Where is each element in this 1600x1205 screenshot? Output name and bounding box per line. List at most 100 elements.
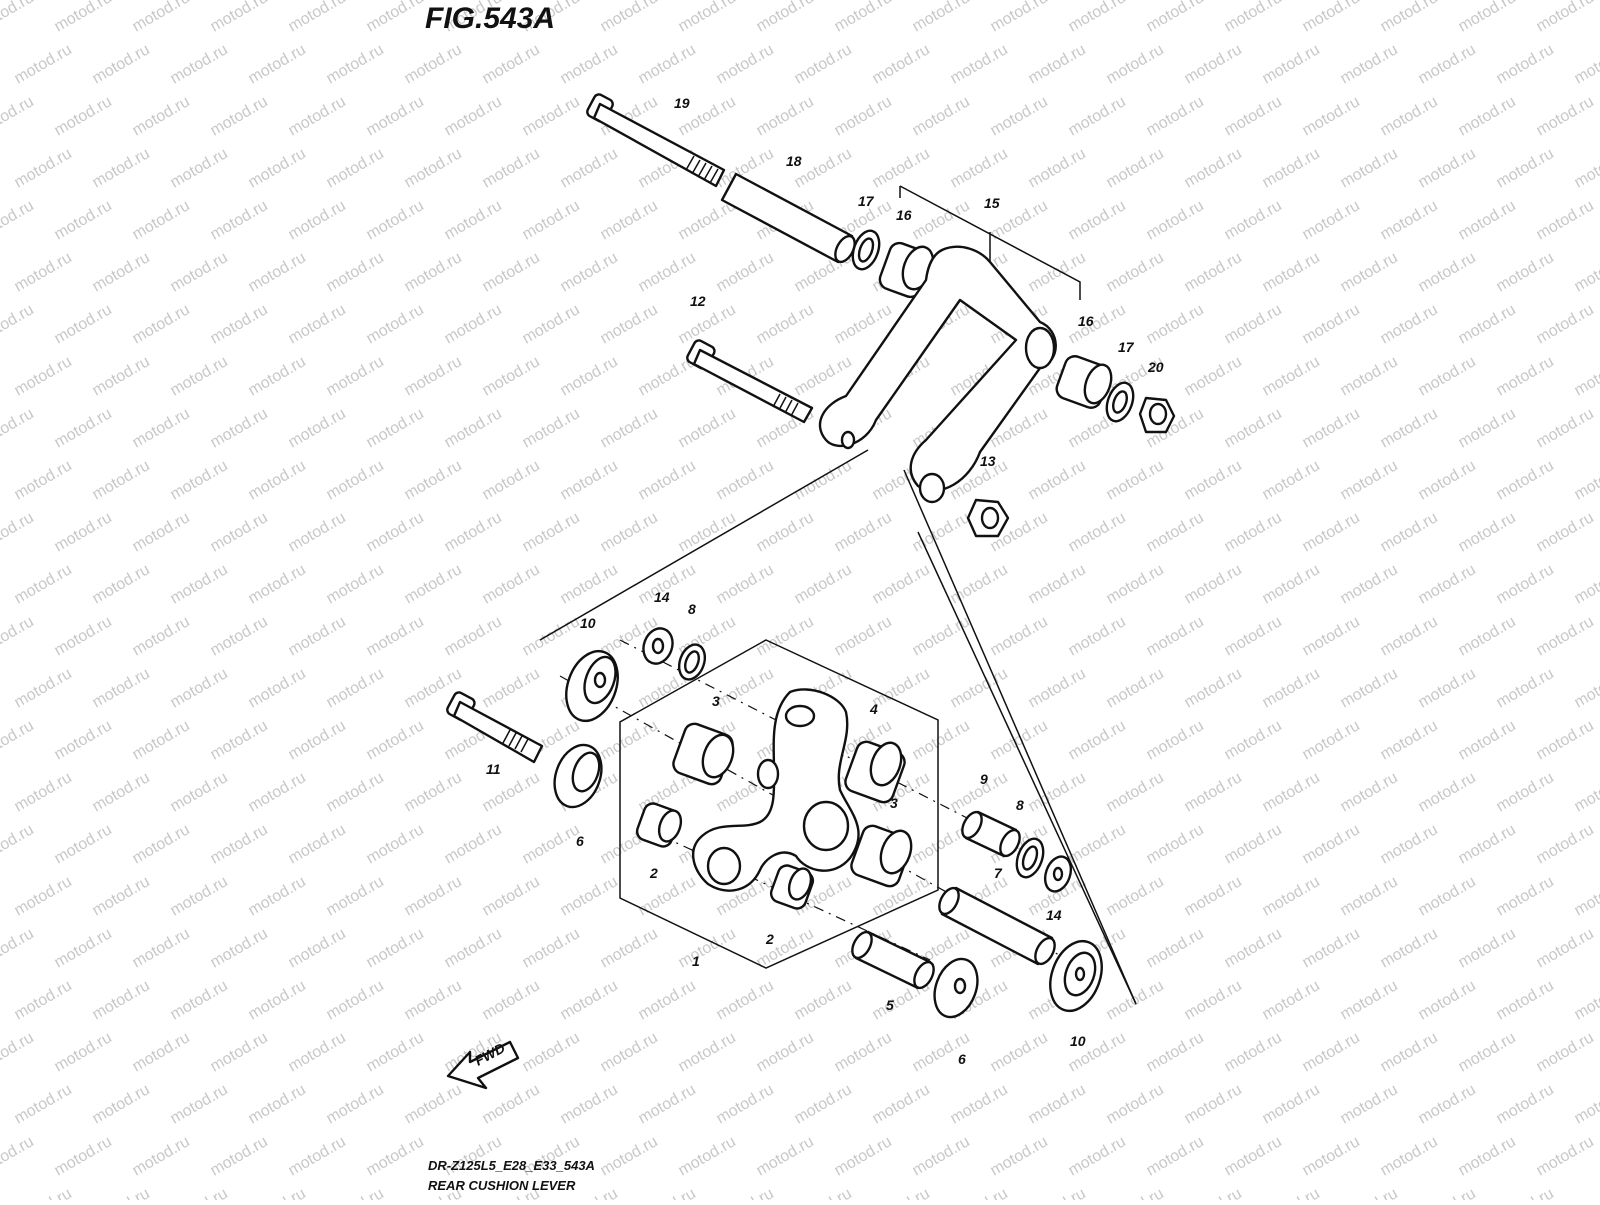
watermark-text: motod.ru <box>480 249 543 295</box>
watermark-text: motod.ru <box>1378 197 1441 243</box>
watermark-text: motod.ru <box>90 41 153 87</box>
watermark-text: motod.ru <box>1572 41 1600 87</box>
watermark-text: motod.ru <box>286 0 349 35</box>
watermark-text: motod.ru <box>246 145 309 191</box>
watermark-text: motod.ru <box>1182 665 1245 711</box>
watermark-text: motod.ru <box>714 457 777 503</box>
watermark-text: motod.ru <box>1104 41 1167 87</box>
callout-label: 14 <box>654 589 670 605</box>
watermark-text: motod.ru <box>168 1081 231 1127</box>
watermark-text: motod.ru <box>208 405 271 451</box>
watermark-text: motod.ru <box>636 977 699 1023</box>
watermark-text: motod.ru <box>754 925 817 971</box>
watermark-text: motod.ru <box>792 457 855 503</box>
watermark-text: motod.ru <box>1026 561 1089 607</box>
watermark-text: motod.ru <box>520 1029 583 1075</box>
watermark-text: motod.ru <box>364 821 427 867</box>
watermark-text: motod.ru <box>1144 925 1207 971</box>
watermark-text: motod.ru <box>1338 1081 1401 1127</box>
watermark-text: motod.ru <box>948 1081 1011 1127</box>
callout-label: 19 <box>674 95 690 111</box>
watermark-text: motod.ru <box>1104 1185 1167 1200</box>
watermark-text: motod.ru <box>402 561 465 607</box>
part-nut-20 <box>1140 398 1174 432</box>
watermark-text: motod.ru <box>1300 821 1363 867</box>
watermark-text: motod.ru <box>402 769 465 815</box>
watermark-text: motod.ru <box>1300 301 1363 347</box>
watermark-text: motod.ru <box>988 717 1051 763</box>
watermark-text: motod.ru <box>1338 665 1401 711</box>
watermark-text: motod.ru <box>870 145 933 191</box>
watermark-text: motod.ru <box>286 405 349 451</box>
watermark-text: motod.ru <box>792 1081 855 1127</box>
watermark-text: motod.ru <box>1260 353 1323 399</box>
watermark-text: motod.ru <box>988 1133 1051 1179</box>
watermark-text: motod.ru <box>1494 873 1557 919</box>
watermark-text: motod.ru <box>910 0 973 35</box>
watermark-text: motod.ru <box>1456 925 1519 971</box>
watermark-text: motod.ru <box>714 561 777 607</box>
callout-label: 6 <box>576 833 584 849</box>
watermark-text: motod.ru <box>246 353 309 399</box>
watermark-text: motod.ru <box>364 301 427 347</box>
watermark-text: motod.ru <box>870 41 933 87</box>
watermark-text: motod.ru <box>870 561 933 607</box>
watermark-text: motod.ru <box>910 509 973 555</box>
watermark-text: motod.ru <box>1572 1185 1600 1200</box>
watermark-text: motod.ru <box>714 41 777 87</box>
watermark-text: motod.ru <box>480 41 543 87</box>
watermark-text: motod.ru <box>870 665 933 711</box>
watermark-text: motod.ru <box>1260 977 1323 1023</box>
watermark-text: motod.ru <box>1066 821 1129 867</box>
watermark-text: motod.ru <box>1260 457 1323 503</box>
watermark-text: motod.ru <box>1416 353 1479 399</box>
callout-label: 10 <box>580 615 596 631</box>
watermark-text: motod.ru <box>1026 457 1089 503</box>
watermark-text: motod.ru <box>1456 93 1519 139</box>
watermark-text: motod.ru <box>754 1133 817 1179</box>
watermark-text: motod.ru <box>364 197 427 243</box>
watermark-text: motod.ru <box>208 821 271 867</box>
watermark-text: motod.ru <box>1066 613 1129 659</box>
watermark-text: motod.ru <box>168 457 231 503</box>
part-rod-15 <box>820 247 1056 502</box>
watermark-text: motod.ru <box>12 1081 75 1127</box>
watermark-text: motod.ru <box>1222 613 1285 659</box>
watermark-text: motod.ru <box>208 613 271 659</box>
watermark-text: motod.ru <box>948 561 1011 607</box>
watermark-text: motod.ru <box>832 1133 895 1179</box>
watermark-text: motod.ru <box>792 41 855 87</box>
watermark-text: motod.ru <box>1026 249 1089 295</box>
watermark-text: motod.ru <box>1222 93 1285 139</box>
watermark-text: motod.ru <box>1416 249 1479 295</box>
watermark-text: motod.ru <box>324 977 387 1023</box>
watermark-text: motod.ru <box>246 873 309 919</box>
watermark-text: motod.ru <box>792 353 855 399</box>
callout-label: 7 <box>994 865 1003 881</box>
watermark-text: motod.ru <box>1534 93 1597 139</box>
watermark-text: motod.ru <box>1300 925 1363 971</box>
watermark-text: motod.ru <box>208 717 271 763</box>
watermark-text: motod.ru <box>324 249 387 295</box>
watermark-text: motod.ru <box>0 613 37 659</box>
watermark-text: motod.ru <box>520 301 583 347</box>
watermark-text: motod.ru <box>910 93 973 139</box>
watermark-text: motod.ru <box>130 509 193 555</box>
watermark-text: motod.ru <box>324 41 387 87</box>
watermark-text: motod.ru <box>324 665 387 711</box>
watermark-text: motod.ru <box>598 1133 661 1179</box>
callout-label: 16 <box>896 207 912 223</box>
watermark-text: motod.ru <box>1300 197 1363 243</box>
watermark-text: motod.ru <box>1494 1185 1557 1200</box>
watermark-text: motod.ru <box>520 821 583 867</box>
watermark-text: motod.ru <box>1494 769 1557 815</box>
watermark-text: motod.ru <box>246 1081 309 1127</box>
watermark-text: motod.ru <box>1456 509 1519 555</box>
watermark-text: motod.ru <box>168 41 231 87</box>
callout-label: 17 <box>858 193 875 209</box>
watermark-text: motod.ru <box>1456 405 1519 451</box>
watermark-text: motod.ru <box>598 301 661 347</box>
watermark-text: motod.ru <box>1300 1133 1363 1179</box>
